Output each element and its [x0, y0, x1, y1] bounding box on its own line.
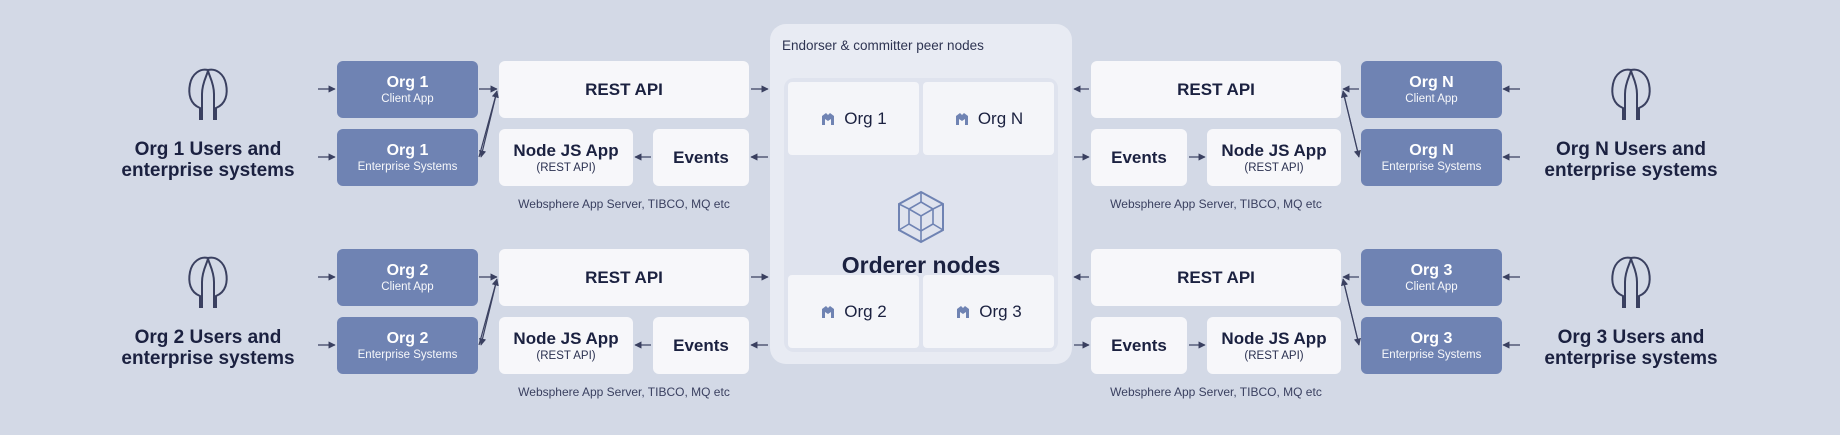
caption: Websphere App Server, TIBCO, MQ etc — [518, 385, 730, 399]
user-icon — [1611, 256, 1651, 308]
client-app-box[interactable]: Org 1 Client App — [337, 61, 478, 118]
peer-nodes-panel: Endorser & committer peer nodes Org 1 Or… — [770, 24, 1072, 364]
client-app-box[interactable]: Org N Client App — [1361, 61, 1502, 118]
rest-api-box[interactable]: REST API — [499, 249, 749, 306]
node-js-app-box[interactable]: Node JS App (REST API) — [1207, 129, 1341, 186]
events-label: Events — [1111, 335, 1167, 355]
peer-icon — [822, 305, 835, 318]
client-app-sub: Client App — [381, 93, 434, 105]
caption: Websphere App Server, TIBCO, MQ etc — [1110, 197, 1322, 211]
enterprise-systems-title: Org 3 — [1410, 330, 1453, 347]
connector-arrow — [479, 90, 498, 158]
peer-node-org1[interactable]: Org 1 — [788, 82, 919, 155]
enterprise-systems-box[interactable]: Org 1 Enterprise Systems — [337, 129, 478, 186]
enterprise-systems-title: Org 2 — [386, 330, 429, 347]
events-box[interactable]: Events — [653, 317, 749, 374]
rest-api-label: REST API — [585, 267, 663, 287]
user-label: Org 3 Users and enterprise systems — [1544, 327, 1718, 369]
node-js-app-title: Node JS App — [1221, 140, 1327, 160]
client-app-box[interactable]: Org 3 Client App — [1361, 249, 1502, 306]
peer-node-org2[interactable]: Org 2 — [788, 275, 919, 348]
enterprise-systems-sub: Enterprise Systems — [357, 349, 458, 361]
rest-api-box[interactable]: REST API — [499, 61, 749, 118]
enterprise-systems-box[interactable]: Org 3 Enterprise Systems — [1361, 317, 1502, 374]
caption: Websphere App Server, TIBCO, MQ etc — [518, 197, 730, 211]
events-box[interactable]: Events — [1091, 129, 1187, 186]
node-js-app-sub: (REST API) — [536, 349, 596, 362]
peer-icon — [957, 305, 970, 318]
connector-arrow — [479, 278, 498, 346]
rest-api-label: REST API — [1177, 267, 1255, 287]
client-app-sub: Client App — [1405, 281, 1458, 293]
user-label: Org 2 Users and enterprise systems — [121, 327, 295, 369]
user-icon — [188, 256, 228, 308]
enterprise-systems-title: Org N — [1409, 142, 1454, 159]
rest-api-box[interactable]: REST API — [1091, 249, 1341, 306]
caption: Websphere App Server, TIBCO, MQ etc — [1110, 385, 1322, 399]
user-label: Org N Users and enterprise systems — [1544, 139, 1718, 181]
peer-label: Org N — [977, 108, 1024, 128]
rest-api-box[interactable]: REST API — [1091, 61, 1341, 118]
events-box[interactable]: Events — [653, 129, 749, 186]
events-box[interactable]: Events — [1091, 317, 1187, 374]
node-js-app-box[interactable]: Node JS App (REST API) — [499, 129, 633, 186]
node-js-app-sub: (REST API) — [1244, 161, 1304, 174]
orderer-cube-icon — [898, 190, 944, 244]
connector-arrow — [1342, 278, 1361, 346]
orderer-nodes-label: Orderer nodes — [841, 252, 1001, 278]
events-label: Events — [1111, 147, 1167, 167]
peer-icon — [822, 112, 835, 125]
node-js-app-title: Node JS App — [1221, 328, 1327, 348]
enterprise-systems-sub: Enterprise Systems — [1381, 161, 1482, 173]
events-label: Events — [673, 335, 729, 355]
enterprise-systems-sub: Enterprise Systems — [357, 161, 458, 173]
node-js-app-box[interactable]: Node JS App (REST API) — [499, 317, 633, 374]
peer-nodes-title: Endorser & committer peer nodes — [782, 38, 984, 53]
rest-api-label: REST API — [1177, 79, 1255, 99]
peer-label: Org 2 — [844, 301, 887, 321]
rest-api-label: REST API — [585, 79, 663, 99]
client-app-title: Org N — [1409, 74, 1454, 91]
client-app-title: Org 3 — [1410, 262, 1453, 279]
user-icon — [1611, 68, 1651, 120]
connector-arrow — [1342, 90, 1361, 158]
client-app-sub: Client App — [1405, 93, 1458, 105]
client-app-title: Org 2 — [386, 262, 429, 279]
client-app-sub: Client App — [381, 281, 434, 293]
client-app-box[interactable]: Org 2 Client App — [337, 249, 478, 306]
peer-label: Org 3 — [979, 301, 1022, 321]
peer-node-org3[interactable]: Org 3 — [923, 275, 1054, 348]
orderer-area: Org 1 Org N Orderer nodes Org 2 — [784, 78, 1058, 352]
user-label: Org 1 Users and enterprise systems — [121, 139, 295, 181]
events-label: Events — [673, 147, 729, 167]
user-icon — [188, 68, 228, 120]
peer-label: Org 1 — [844, 108, 887, 128]
peer-icon — [955, 112, 968, 125]
enterprise-systems-title: Org 1 — [386, 142, 429, 159]
client-app-title: Org 1 — [386, 74, 429, 91]
node-js-app-title: Node JS App — [513, 140, 619, 160]
node-js-app-title: Node JS App — [513, 328, 619, 348]
enterprise-systems-sub: Enterprise Systems — [1381, 349, 1482, 361]
peer-node-orgn[interactable]: Org N — [923, 82, 1054, 155]
node-js-app-sub: (REST API) — [536, 161, 596, 174]
node-js-app-sub: (REST API) — [1244, 349, 1304, 362]
node-js-app-box[interactable]: Node JS App (REST API) — [1207, 317, 1341, 374]
enterprise-systems-box[interactable]: Org N Enterprise Systems — [1361, 129, 1502, 186]
enterprise-systems-box[interactable]: Org 2 Enterprise Systems — [337, 317, 478, 374]
